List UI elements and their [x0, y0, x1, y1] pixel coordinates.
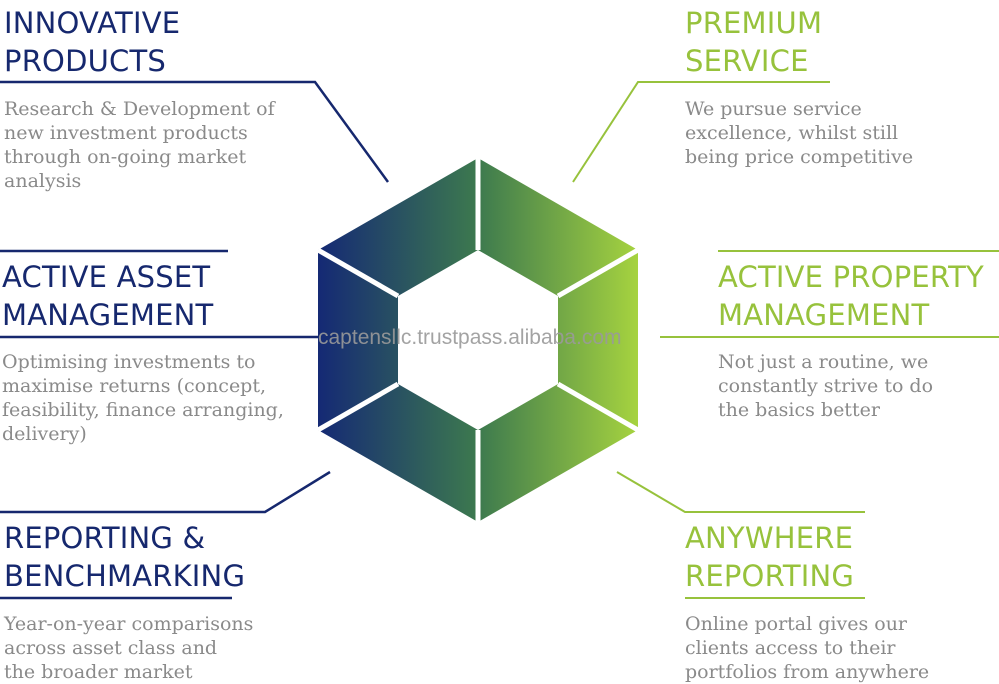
- block-active-asset-management: ACTIVE ASSET MANAGEMENT: [2, 258, 213, 334]
- description-line: being price competitive: [685, 146, 914, 168]
- reporting-title: REPORTING & BENCHMARKING: [4, 519, 245, 595]
- description-line: analysis: [4, 170, 82, 192]
- asset-description: Optimising investments to maximise retur…: [2, 350, 284, 446]
- connector-anywhere: [616, 471, 865, 513]
- block-premium-service: PREMIUM SERVICE: [685, 4, 822, 80]
- asset-title: ACTIVE ASSET MANAGEMENT: [2, 258, 213, 334]
- premium-title: PREMIUM SERVICE: [685, 4, 822, 80]
- property-title: ACTIVE PROPERTY MANAGEMENT: [718, 258, 984, 334]
- block-reporting-benchmarking: REPORTING & BENCHMARKING: [4, 519, 245, 595]
- description-line: Online portal gives our: [685, 613, 908, 635]
- description-line: portfolios from anywhere: [685, 661, 930, 683]
- title-line: BENCHMARKING: [4, 559, 246, 593]
- description-line: maximise returns (concept,: [2, 375, 267, 397]
- anywhere-description: Online portal gives our clients access t…: [685, 612, 929, 684]
- description-line: delivery): [2, 423, 87, 445]
- property-description: Not just a routine, we constantly strive…: [718, 350, 933, 422]
- title-line: ANYWHERE: [685, 521, 854, 555]
- description-line: We pursue service: [685, 98, 862, 120]
- title-line: MANAGEMENT: [718, 298, 930, 332]
- hexagon-ring: [318, 158, 638, 522]
- connector-innovative: [0, 80, 390, 183]
- premium-description: We pursue service excellence, whilst sti…: [685, 97, 913, 169]
- title-line: REPORTING &: [4, 521, 206, 555]
- watermark: captensllc.trustpass.alibaba.com: [318, 326, 622, 349]
- title-line: PRODUCTS: [4, 44, 166, 78]
- title-line: ACTIVE ASSET: [2, 260, 211, 294]
- description-line: Optimising investments to: [2, 351, 256, 373]
- description-line: through on-going market: [4, 146, 247, 168]
- description-line: constantly strive to do: [718, 375, 934, 397]
- innovative-description: Research & Development of new investment…: [4, 97, 275, 193]
- description-line: Year-on-year comparisons: [4, 613, 254, 635]
- description-line: across asset class and: [4, 637, 218, 659]
- description-line: clients access to their: [685, 637, 896, 659]
- description-line: the basics better: [718, 399, 880, 421]
- hexagon-segment-gaps: [316, 158, 640, 522]
- title-line: REPORTING: [685, 559, 855, 593]
- title-line: SERVICE: [685, 44, 809, 78]
- block-anywhere-reporting: ANYWHERE REPORTING: [685, 519, 854, 595]
- description-line: new investment products: [4, 122, 248, 144]
- connector-premium: [572, 81, 830, 183]
- description-line: Not just a routine, we: [718, 351, 929, 373]
- description-line: feasibility, finance arranging,: [2, 399, 284, 421]
- innovative-title: INNOVATIVE PRODUCTS: [4, 4, 180, 80]
- anywhere-title: ANYWHERE REPORTING: [685, 519, 854, 595]
- block-active-property-management: ACTIVE PROPERTY MANAGEMENT: [718, 258, 984, 334]
- title-line: INNOVATIVE: [4, 6, 181, 40]
- title-line: PREMIUM: [685, 6, 823, 40]
- block-innovative-products: INNOVATIVE PRODUCTS: [4, 4, 180, 80]
- title-line: ACTIVE PROPERTY: [718, 260, 984, 294]
- description-line: the broader market: [4, 661, 193, 683]
- title-line: MANAGEMENT: [2, 298, 214, 332]
- reporting-description: Year-on-year comparisons across asset cl…: [4, 612, 253, 684]
- description-line: excellence, whilst still: [685, 122, 899, 144]
- connector-reporting: [0, 470, 331, 514]
- description-line: Research & Development of: [4, 98, 275, 120]
